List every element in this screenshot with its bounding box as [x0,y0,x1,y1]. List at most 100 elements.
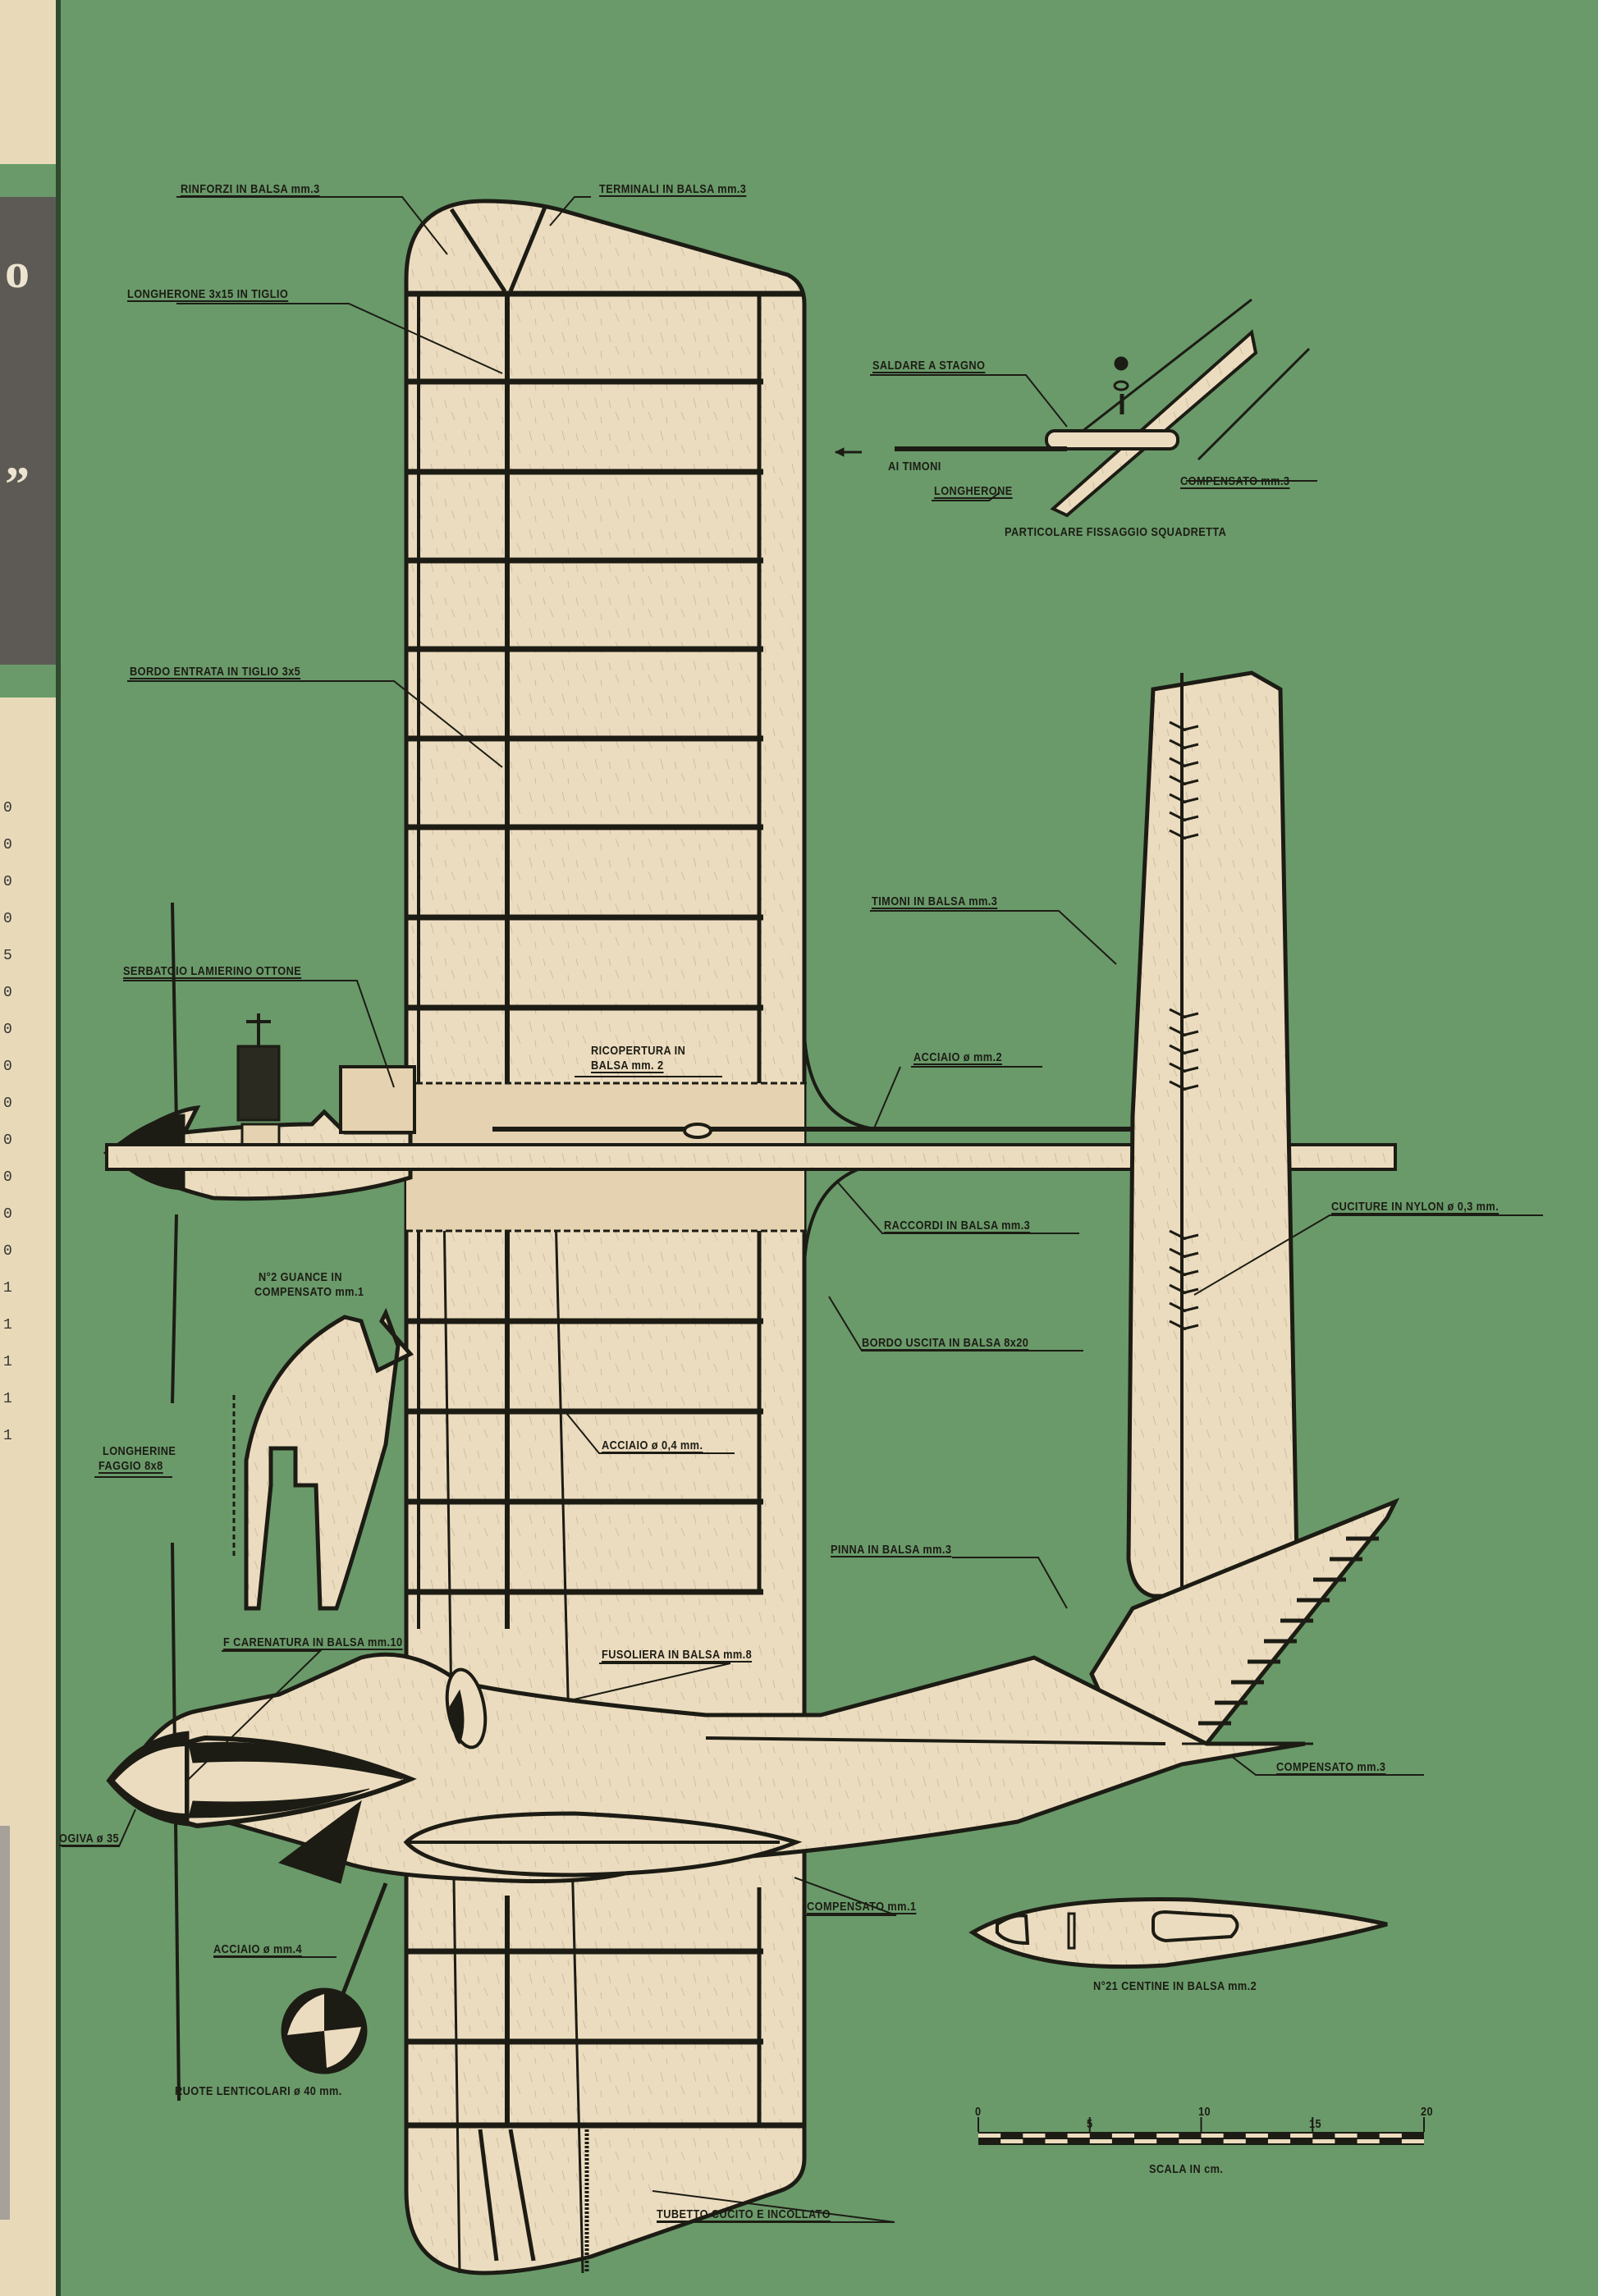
label-compensato-detail: COMPENSATO mm.3 [1180,474,1290,488]
stitch [1181,1084,1199,1091]
margin-number: 5 [3,948,12,964]
margin-number: 1 [3,1280,12,1297]
margin-number: 0 [3,1132,12,1149]
stitch [1181,1012,1199,1019]
label-tubetto: TUBETTO CUCITO E INCOLLATO [657,2207,831,2221]
stitch [1181,1030,1199,1037]
tip-brace-right [508,204,548,292]
margin-number: 0 [3,985,12,1001]
stabilizer [1126,670,1299,1599]
label-longherine-1: LONGHERINE [103,1444,176,1458]
margin-green-band [0,164,56,197]
scale-segment [1335,2134,1358,2138]
bellcrank-detail [834,298,1311,518]
scale-segment [1290,2134,1313,2138]
fillet-upper [803,1033,871,1130]
tailboom-line [705,1736,1166,1745]
scale-segment [1245,2134,1268,2138]
margin-number: 1 [3,1391,12,1407]
label-bordo-uscita: BORDO USCITA IN BALSA 8x20 [862,1336,1029,1350]
scale-segment [1179,2139,1202,2143]
margin-number: 0 [3,1169,12,1186]
label-carenatura: F CARENATURA IN BALSA mm.10 [223,1635,403,1649]
scale-unit-label: SCALA IN cm. [1149,2162,1224,2176]
side-fuselage [106,1498,1400,2102]
stitch [1181,1324,1199,1331]
stitch [1181,1233,1199,1241]
stitch [1181,1066,1199,1073]
stitch [1181,743,1199,750]
margin-number: 0 [3,1022,12,1038]
stitch [1181,815,1199,822]
label-bordo-entrata: BORDO ENTRATA IN TIGLIO 3x5 [130,665,301,679]
fuselage-side [121,1652,1306,1883]
label-compensato-tail: COMPENSATO mm.3 [1276,1760,1386,1774]
scale-tick-label: 5 [1086,2117,1093,2131]
fin-ribs [1198,1536,1379,1726]
label-ogiva: OGIVA ø 35 [59,1832,119,1845]
margin-number: 0 [3,837,12,853]
label-terminali: TERMINALI IN BALSA mm.3 [599,182,747,196]
label-acciaio-04: ACCIAIO ø 0,4 mm. [602,1438,703,1452]
stitch [1181,833,1199,840]
label-ricopertura-2: BALSA mm. 2 [591,1059,664,1073]
scale-segment [978,2134,1001,2138]
landing-gear-strut [334,1882,388,2011]
shark-teeth [277,1800,362,1884]
scale-segment [1045,2139,1068,2143]
label-pinna: PINNA IN BALSA mm.3 [831,1543,952,1557]
label-ricopertura-1: RICOPERTURA IN [591,1044,686,1058]
prop-blade-bottom [171,1214,178,1404]
scale-tick-label: 20 [1421,2105,1434,2119]
scale-bar [978,2117,1425,2145]
margin-number: 0 [3,1059,12,1075]
margin-number: 0 [3,800,12,816]
pushrod-guide [683,1123,712,1139]
fillet-lower [803,1164,871,1265]
margin-glyph: o [5,244,30,298]
margin-glyph: ” [5,457,30,511]
main-wing [404,199,871,2275]
margin-number: 0 [3,1206,12,1223]
label-rinforzi: RINFORZI IN BALSA mm.3 [181,182,320,196]
stabilizer-outline [1126,670,1299,1599]
margin-number: 1 [3,1317,12,1333]
label-guance-1: N°2 GUANCE IN [259,1270,343,1284]
scale-segment [1201,2134,1224,2138]
margin-number: 0 [3,911,12,927]
stitch [1181,761,1199,768]
stitch [1181,1306,1199,1313]
label-ruote: RUOTE LENTICOLARI ø 40 mm. [175,2084,342,2098]
scale-tick-label: 10 [1197,2105,1211,2119]
label-compensato-1: COMPENSATO mm.1 [807,1900,917,1914]
scale-segment [1401,2139,1424,2143]
detail-caption: PARTICOLARE FISSAGGIO SQUADRETTA [1005,525,1227,539]
stitch [1181,797,1199,804]
cowl-stripe-bottom [188,1788,370,1818]
scale-segment [1312,2139,1335,2143]
scale-segment [1000,2139,1023,2143]
label-longherone-tiglio: LONGHERONE 3x15 IN TIGLIO [127,287,289,301]
scale-tick-label: 15 [1309,2117,1322,2131]
label-acciaio-2: ACCIAIO ø mm.2 [913,1050,1002,1064]
label-ai-timoni: AI TIMONI [888,460,941,473]
scale-tick-label: 0 [975,2105,982,2119]
canopy-fill [449,1689,465,1745]
scale-segment [1067,2134,1090,2138]
scale-segment [1089,2139,1112,2143]
label-acciaio-4: ACCIAIO ø mm.4 [213,1942,302,1956]
label-longherine-2: FAGGIO 8x8 [98,1459,163,1473]
label-saldare: SALDARE A STAGNO [872,359,986,373]
margin-green-band [0,665,56,697]
tip-brace-left [449,208,507,293]
stitch [1181,1251,1199,1259]
cowl-stripe-top [188,1741,403,1780]
nylon-stitches [1169,720,1199,1331]
margin-number: 1 [3,1354,12,1370]
margin-title-block [0,197,56,665]
page-spine-shadow [56,0,61,2296]
engine [236,1045,281,1122]
label-serbatoio: SERBATOIO LAMIERINO OTTONE [123,964,302,978]
